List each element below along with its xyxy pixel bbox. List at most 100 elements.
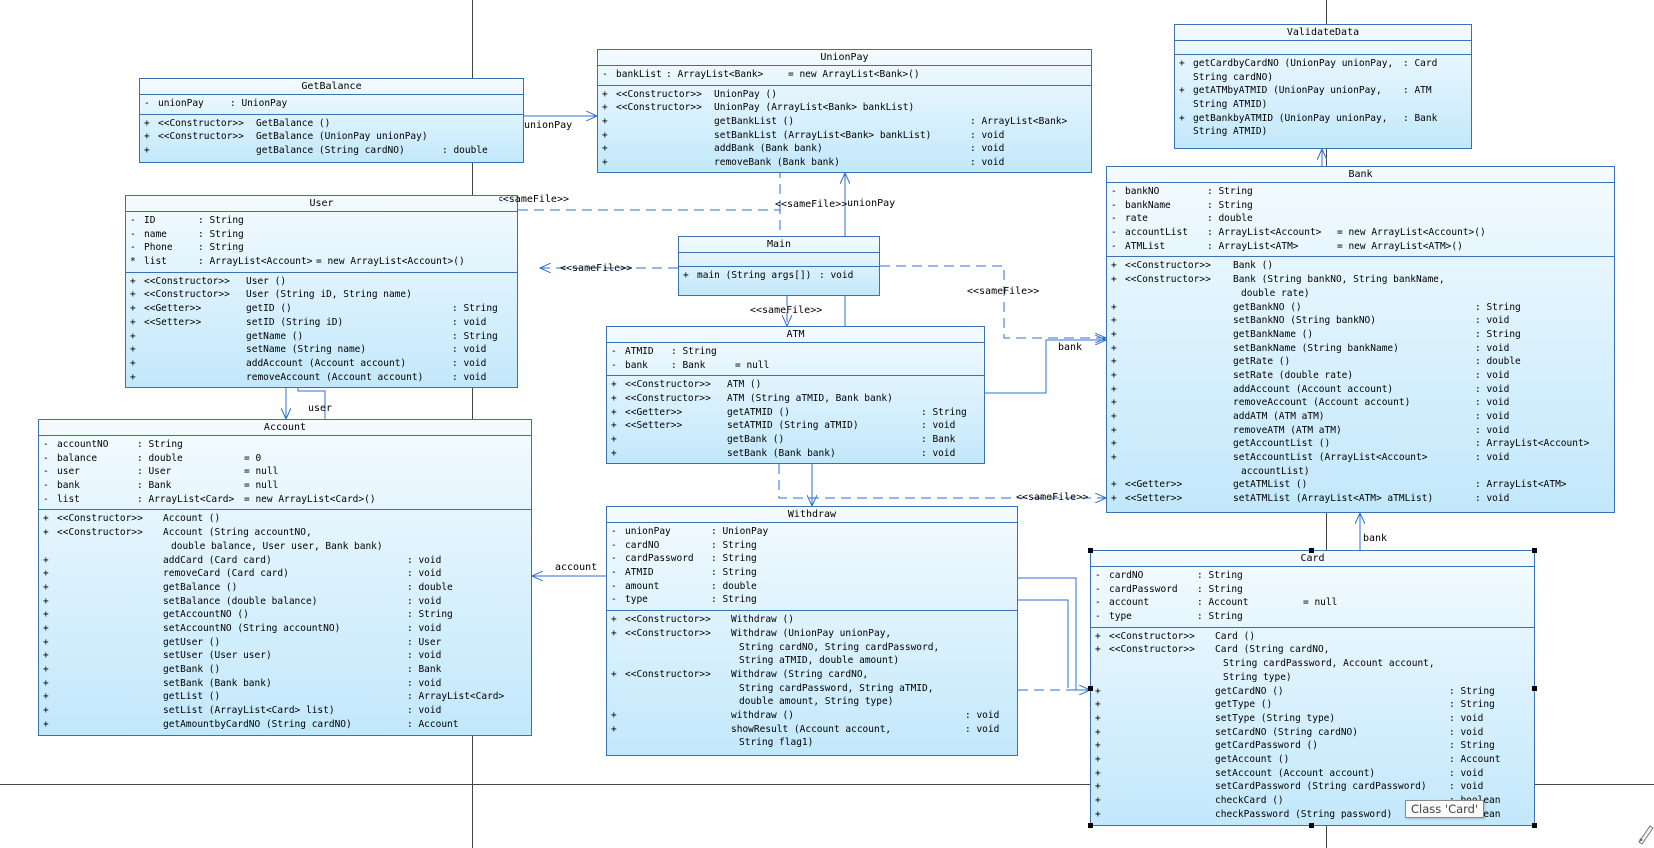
class-bank[interactable]: Bank-bankNO: String-bankName: String-rat… [1106, 166, 1615, 513]
class-atm[interactable]: ATM-ATMID: String-bank: Bank= null+<<Con… [606, 326, 985, 464]
operation-row: +<<Setter>>setATMList (ArrayList<ATM> aT… [1107, 492, 1614, 506]
operation-signature: getRate () [1233, 356, 1291, 368]
attribute-name: ATMID [625, 567, 654, 579]
class-withdraw[interactable]: Withdraw-unionPay: UnionPay-cardNO: Stri… [606, 506, 1018, 756]
label-unionpay: unionPay [847, 198, 896, 209]
class-validatedata[interactable]: ValidateData +getCardbyCardNO (UnionPay u… [1174, 24, 1472, 149]
attribute-row: -cardNO: String [1091, 569, 1534, 583]
visibility: - [602, 69, 608, 80]
operation-signature: getATMList () [1233, 479, 1308, 491]
operation-signature: setName (String name) [246, 344, 367, 356]
attribute-row: -accountNO: String [39, 438, 531, 452]
operation-row: +<<Constructor>>Account () [39, 512, 531, 526]
attribute-default: = new ArrayList<Account>() [316, 256, 465, 268]
label-bank: bank [1058, 342, 1083, 353]
class-main[interactable]: Main +main (String args[]): void [678, 236, 880, 296]
visibility: - [1111, 199, 1117, 211]
selection-handle[interactable] [1088, 823, 1093, 828]
class-getbalance[interactable]: GetBalance-unionPay: UnionPay+<<Construc… [139, 78, 524, 163]
selection-handle[interactable] [1532, 823, 1537, 828]
visibility: + [43, 664, 49, 675]
operation-signature: Card () [1215, 630, 1256, 642]
visibility: + [144, 117, 150, 129]
operation-signature: getAccountList () [1233, 438, 1331, 450]
attribute-type: : String [1197, 583, 1243, 595]
attribute-type: : String [711, 567, 757, 579]
return-type: : void [1475, 342, 1510, 354]
operation-row: +removeAccount (Account account): void [126, 371, 517, 385]
operation-row: +<<Constructor>>Account (String accountN… [39, 526, 531, 540]
operation-signature: removeBank (Bank bank) [714, 157, 840, 169]
class-user[interactable]: User-ID: String-name: String-Phone: Stri… [125, 195, 518, 388]
attribute-type: : ArrayList<Card> [137, 493, 235, 505]
visibility: + [43, 677, 49, 689]
selection-handle[interactable] [1088, 548, 1093, 553]
operation-row: String flag1) [607, 736, 1017, 750]
operation-signature: Withdraw () [731, 614, 794, 626]
operation-row: +addAccount (Account account): void [126, 357, 517, 371]
return-type: : ArrayList<ATM> [1475, 479, 1567, 491]
attribute-default: = null [244, 480, 279, 492]
attribute-section: -bankNO: String-bankName: String-rate: d… [1107, 183, 1614, 258]
return-type: : Account [1449, 753, 1501, 765]
operation-row: +<<Getter>>getID (): String [126, 302, 517, 316]
operation-row: +<<Constructor>>User () [126, 275, 517, 289]
operation-row: String aTMID, double amount) [607, 654, 1017, 668]
class-card[interactable]: Card-cardNO: String-cardPassword: String… [1090, 550, 1535, 826]
operation-row: double amount, String type) [607, 695, 1017, 709]
operation-signature: Account () [163, 513, 221, 525]
visibility: + [1111, 315, 1117, 327]
selection-handle[interactable] [1532, 686, 1537, 691]
selection-handle[interactable] [1532, 548, 1537, 553]
return-type: : Bank [407, 664, 442, 675]
attribute-type: : ArrayList<Bank> [666, 69, 764, 80]
assoc-atm-bank [985, 340, 1106, 394]
operation-row: +getCardbyCardNO (UnionPay unionPay,: Ca… [1175, 57, 1471, 71]
selection-handle[interactable] [1309, 823, 1314, 828]
visibility: - [43, 466, 49, 478]
attribute-row: -ATMList: ArrayList<ATM>= new ArrayList<… [1107, 240, 1614, 254]
attribute-default: = null [1303, 597, 1338, 609]
class-unionpay[interactable]: UnionPay-bankList: ArrayList<Bank>= new … [597, 49, 1092, 173]
operation-row: +getBankbyATMID (UnionPay unionPay,: Ban… [1175, 112, 1471, 126]
visibility: - [43, 493, 49, 505]
operation-row: +main (String args[]): void [679, 269, 879, 283]
operation-section: +main (String args[]): void [679, 267, 879, 286]
attribute-section [1175, 41, 1471, 55]
visibility: + [130, 330, 136, 342]
attribute-type: : UnionPay [711, 526, 769, 537]
visibility: + [130, 371, 136, 383]
attribute-row: *list: ArrayList<Account>= new ArrayList… [126, 255, 517, 269]
operation-signature: removeAccount (Account account) [246, 371, 424, 383]
operation-signature: getCardPassword () [1215, 740, 1318, 752]
label-samefile: <<sameFile>> [1016, 492, 1089, 503]
class-title: ValidateData [1175, 25, 1471, 41]
operation-row: +getList (): ArrayList<Card> [39, 690, 531, 704]
class-title: Main [679, 237, 879, 253]
visibility: + [1095, 808, 1101, 820]
operation-signature: String aTMID, double amount) [739, 655, 900, 667]
selection-handle[interactable] [1088, 686, 1093, 691]
attribute-type: : ArrayList<Account> [1207, 227, 1322, 239]
attribute-section: -bankList: ArrayList<Bank>= new ArrayLis… [598, 66, 1091, 86]
operation-signature: setBank (Bank bank) [727, 447, 836, 459]
operation-row: String ATMID) [1175, 98, 1471, 112]
attribute-type: : String [1197, 570, 1243, 581]
label-samefile: <<sameFile>> [750, 305, 823, 316]
operation-row: +removeBank (Bank bank): void [598, 156, 1091, 170]
visibility: + [1111, 397, 1117, 409]
operation-row: String cardNO, String cardPassword, [607, 641, 1017, 655]
attribute-section: -accountNO: String-balance: double= 0-us… [39, 436, 531, 511]
visibility: + [1179, 85, 1185, 97]
attribute-row: -rate: double [1107, 212, 1614, 226]
operation-signature: getAmountbyCardNO (String cardNO) [163, 718, 352, 730]
operation-signature: String cardPassword, String aTMID, [739, 682, 934, 694]
visibility: + [1095, 740, 1101, 752]
visibility: + [43, 554, 49, 566]
selection-handle[interactable] [1309, 548, 1314, 553]
attribute-type: : Account [1197, 597, 1249, 609]
visibility: - [130, 228, 136, 240]
operation-section: +<<Constructor>>Withdraw ()+<<Constructo… [607, 611, 1017, 753]
class-account[interactable]: Account-accountNO: String-balance: doubl… [38, 419, 532, 736]
operation-row: +<<Constructor>>ATM (String aTMID, Bank … [607, 392, 984, 406]
